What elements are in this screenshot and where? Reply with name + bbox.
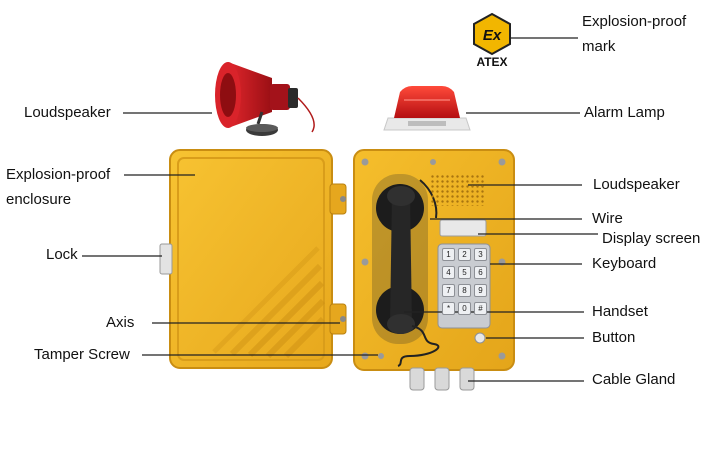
handset-icon bbox=[390, 194, 412, 326]
keypad-key[interactable]: 9 bbox=[474, 284, 487, 297]
keypad-key[interactable]: 3 bbox=[474, 248, 487, 261]
keypad-key[interactable]: 4 bbox=[442, 266, 455, 279]
leader-lines bbox=[82, 37, 598, 382]
label-cable-gland: Cable Gland bbox=[592, 371, 676, 388]
lock-icon bbox=[159, 243, 173, 275]
label-explosion-proof-mark: Explosion-proof mark bbox=[582, 13, 687, 55]
label-handset: Handset bbox=[592, 303, 648, 320]
label-tamper-screw: Tamper Screw bbox=[34, 346, 130, 363]
label-button: Button bbox=[592, 329, 636, 346]
cable-gland-icon bbox=[409, 367, 475, 391]
call-button bbox=[474, 332, 486, 344]
tamper-screw-icon bbox=[378, 353, 384, 359]
atex-mark-icon: Ex ATEX bbox=[473, 12, 511, 69]
keypad-key[interactable]: 6 bbox=[474, 266, 487, 279]
label-loudspeaker-right: Loudspeaker bbox=[593, 176, 680, 193]
keypad-key[interactable]: 2 bbox=[458, 248, 471, 261]
label-lock: Lock bbox=[46, 246, 78, 263]
label-explosion-proof-enclosure: Explosion-proof enclosure bbox=[6, 166, 111, 208]
label-wire: Wire bbox=[592, 210, 623, 227]
label-alarm-lamp: Alarm Lamp bbox=[584, 104, 665, 121]
keypad-key[interactable]: * bbox=[442, 302, 455, 315]
keypad-key[interactable]: 1 bbox=[442, 248, 455, 261]
keypad-key[interactable]: 5 bbox=[458, 266, 471, 279]
keypad-key[interactable]: # bbox=[474, 302, 487, 315]
keypad-key[interactable]: 0 bbox=[458, 302, 471, 315]
label-display-screen: Display screen bbox=[602, 230, 701, 247]
display-screen bbox=[439, 219, 487, 237]
speaker-grille-dots bbox=[430, 174, 484, 206]
atex-symbol: Ex bbox=[483, 27, 502, 44]
wire-icon bbox=[397, 325, 440, 367]
keypad-key[interactable]: 7 bbox=[442, 284, 455, 297]
enclosure-door bbox=[159, 149, 347, 369]
label-loudspeaker-left: Loudspeaker bbox=[24, 104, 111, 121]
alarm-lamp-icon bbox=[383, 86, 471, 131]
keypad-key[interactable]: 8 bbox=[458, 284, 471, 297]
label-axis: Axis bbox=[106, 314, 135, 331]
horn-loudspeaker-icon bbox=[215, 62, 315, 136]
atex-text: ATEX bbox=[476, 55, 507, 69]
label-keyboard: Keyboard bbox=[592, 255, 657, 272]
